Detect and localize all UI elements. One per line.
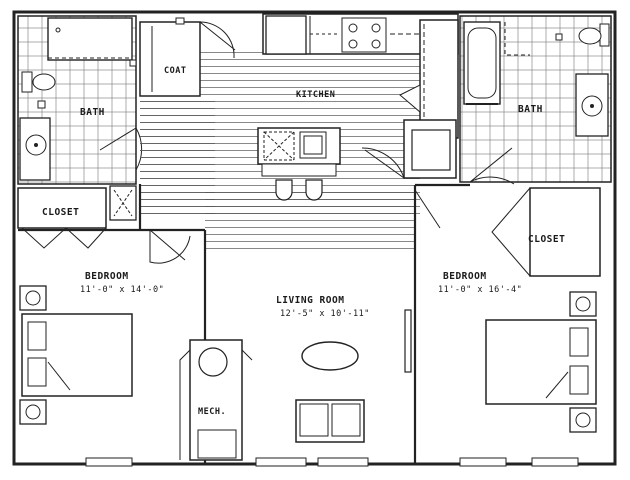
- mech-label: MECH.: [198, 407, 226, 417]
- closet-right-area: [414, 187, 601, 277]
- water-heater: [198, 347, 228, 377]
- kitchen-floor: [140, 50, 420, 250]
- bedroom-left-label: BEDROOM: [85, 271, 129, 282]
- nightstand-right-1: [569, 291, 597, 317]
- windows: [85, 457, 579, 467]
- nightstand-left-1: [19, 285, 47, 311]
- bath-left-label: BATH: [80, 107, 105, 118]
- closet-left-door[interactable]: [21, 227, 107, 249]
- shower-left: [47, 17, 133, 61]
- sink-left: [19, 100, 51, 181]
- coat-closet-door[interactable]: [199, 21, 236, 59]
- stove: [341, 17, 387, 53]
- bed-left: [21, 313, 133, 397]
- refrigerator: [265, 15, 307, 55]
- mech-closet: [179, 339, 253, 461]
- bath-right-label: BATH: [518, 104, 543, 115]
- tv-console: [404, 309, 412, 373]
- toilet-left: [21, 71, 56, 93]
- bar-stool-2: [305, 179, 323, 201]
- coffee-table: [301, 341, 359, 371]
- bedroom-right-door[interactable]: [414, 189, 441, 229]
- nightstand-right-2: [569, 407, 597, 433]
- kitchen-island: [257, 127, 341, 201]
- coat-closet: [139, 17, 236, 97]
- bedroom-left-dimensions: 11'-0" x 14'-0": [80, 285, 164, 295]
- coat-label: COAT: [164, 66, 186, 76]
- outer-walls: [12, 10, 617, 466]
- bed-right: [485, 319, 597, 405]
- bedroom-left-door[interactable]: [149, 229, 191, 264]
- bath-left: [17, 15, 143, 185]
- bedroom-right-dimensions: 11'-0" x 16'-4": [438, 285, 522, 295]
- kitchen-counters: [262, 13, 459, 139]
- bath-right: [459, 15, 612, 185]
- living-room-label: LIVING ROOM: [276, 295, 344, 306]
- living-room-dimensions: 12'-5" x 10'-11": [280, 309, 370, 319]
- kitchen-label: KITCHEN: [296, 90, 335, 100]
- bar-stool-1: [275, 179, 293, 201]
- nightstand-left-2: [19, 399, 47, 425]
- bedroom-right-label: BEDROOM: [443, 271, 487, 282]
- sink-right: [575, 73, 609, 137]
- closet-right-label: CLOSET: [528, 234, 565, 245]
- toilet-right: [555, 23, 610, 47]
- closet-left-label: CLOSET: [42, 207, 79, 218]
- sofa: [295, 399, 365, 443]
- laundry-door[interactable]: [361, 147, 405, 179]
- laundry: [361, 119, 457, 179]
- closet-right-door[interactable]: [491, 187, 531, 277]
- bath-right-door[interactable]: [469, 147, 515, 185]
- bathtub: [463, 21, 501, 105]
- closet-left-area: [17, 185, 137, 249]
